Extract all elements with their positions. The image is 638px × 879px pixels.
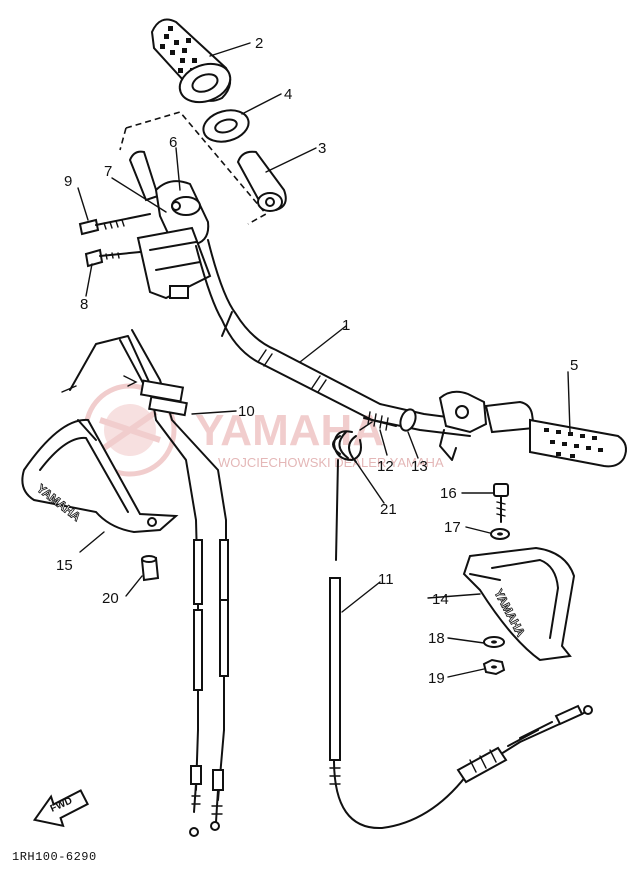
callout-14: 14 — [432, 591, 449, 608]
part-6-7-throttle-housing — [128, 150, 212, 300]
watermark-logo — [83, 383, 177, 477]
callout-16: 16 — [440, 485, 457, 502]
part-17-washer — [490, 528, 510, 540]
callout-18: 18 — [428, 630, 445, 647]
part-9-screw — [78, 213, 151, 236]
part-3-throttle-sleeve — [236, 150, 287, 212]
callout-20: 20 — [102, 590, 119, 607]
callout-3: 3 — [318, 140, 326, 157]
watermark-text: YAMAHA — [195, 406, 384, 455]
callout-21: 21 — [380, 501, 397, 518]
callout-labels: 2 4 3 5 6 7 9 8 1 10 11 12 13 14 15 16 1… — [56, 35, 578, 687]
callout-7: 7 — [104, 163, 112, 180]
callout-2: 2 — [255, 35, 263, 52]
callout-10: 10 — [238, 403, 255, 420]
callout-4: 4 — [284, 86, 292, 103]
part-16-bolt — [493, 483, 509, 523]
assembly-bracket — [119, 111, 268, 225]
callout-11: 11 — [378, 571, 394, 588]
callout-13: 13 — [411, 458, 428, 475]
drawing-code: 1RH100-6290 — [12, 850, 97, 864]
part-21-cable-coil — [332, 421, 373, 463]
part-18-washer — [483, 636, 505, 648]
part-1-handlebar — [195, 239, 471, 437]
part-19-nut — [482, 658, 506, 676]
part-11-clutch-cable — [329, 459, 593, 830]
part-13-locknut — [399, 408, 417, 432]
part-5-right-grip — [438, 390, 627, 468]
part-2-grip — [150, 18, 232, 104]
callout-12: 12 — [377, 458, 394, 475]
watermark-subtext: WOJCIECHOWSKI DEALER YAMAHA — [218, 455, 444, 470]
callout-19: 19 — [428, 670, 445, 687]
fwd-arrow: FWD — [32, 789, 89, 828]
part-10-throttle-cables — [61, 329, 229, 837]
part-12-adjuster — [363, 411, 397, 431]
watermark: YAMAHA WOJCIECHOWSKI DEALER YAMAHA — [83, 383, 444, 477]
leader-lines — [77, 42, 571, 678]
part-20-spacer — [140, 555, 160, 582]
callout-9: 9 — [64, 173, 72, 190]
callout-6: 6 — [169, 134, 177, 151]
callout-5: 5 — [570, 357, 578, 374]
callout-8: 8 — [80, 296, 88, 313]
callout-1: 1 — [342, 317, 350, 334]
callout-15: 15 — [56, 557, 73, 574]
part-8-screw — [84, 248, 141, 268]
callout-17: 17 — [444, 519, 461, 536]
part-4-ring — [202, 109, 250, 143]
